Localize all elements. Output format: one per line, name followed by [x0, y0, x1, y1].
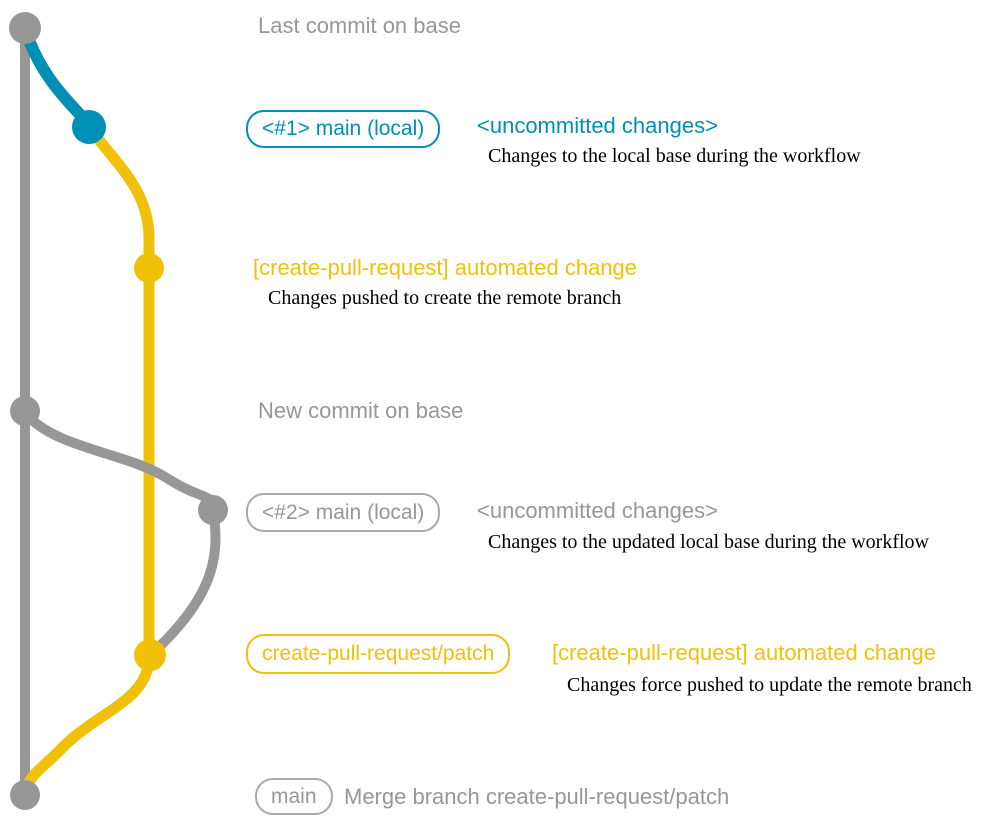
label-last-commit-on-base: Last commit on base	[258, 13, 461, 38]
patch-branch-line	[84, 122, 155, 661]
branch-tag-main-label: main	[271, 784, 317, 808]
commit-dot-merge-commit	[10, 780, 40, 810]
label-automated-change-2: [create-pull-request] automated change	[552, 640, 937, 665]
description-local-base-changes: Changes to the local base during the wor…	[488, 145, 861, 167]
label-uncommitted-changes-2: <uncommitted changes>	[477, 498, 718, 523]
branch-tag-main-local-1-label: <#1> main (local)	[262, 117, 425, 140]
commit-dot-new-commit-on-base	[10, 396, 40, 426]
commit-dot-local-main-1	[72, 110, 106, 144]
commit-dot-last-commit-on-base	[9, 12, 41, 44]
commit-dot-force-pushed-change	[134, 639, 166, 671]
branch-tag-main: main	[255, 778, 333, 815]
description-changes-force-pushed: Changes force pushed to update the remot…	[567, 674, 972, 696]
branch-tag-main-local-2: <#2> main (local)	[246, 493, 441, 532]
branch-tag-main-local-1: <#1> main (local)	[246, 110, 441, 148]
merge-branch-line	[20, 650, 155, 798]
commit-dot-local-main-2	[198, 495, 228, 525]
commit-graph	[9, 12, 228, 810]
commit-dot-automated-change	[134, 253, 164, 283]
label-merge-branch: Merge branch create-pull-request/patch	[344, 784, 730, 809]
branch-tag-create-pull-request-patch-label: create-pull-request/patch	[262, 642, 495, 665]
description-updated-local-base-changes: Changes to the updated local base during…	[488, 531, 929, 553]
branch-tag-create-pull-request-patch: create-pull-request/patch	[246, 634, 511, 674]
branch-tag-main-local-2-label: <#2> main (local)	[262, 500, 425, 524]
description-changes-pushed: Changes pushed to create the remote bran…	[268, 287, 622, 309]
local-main2-branch-line	[21, 409, 218, 513]
label-new-commit-on-base: New commit on base	[258, 398, 464, 423]
label-uncommitted-changes-1: <uncommitted changes>	[477, 113, 718, 138]
label-automated-change-1: [create-pull-request] automated change	[253, 255, 638, 280]
local-main1-branch-line	[20, 26, 95, 130]
rebase-merge-line	[153, 507, 221, 653]
